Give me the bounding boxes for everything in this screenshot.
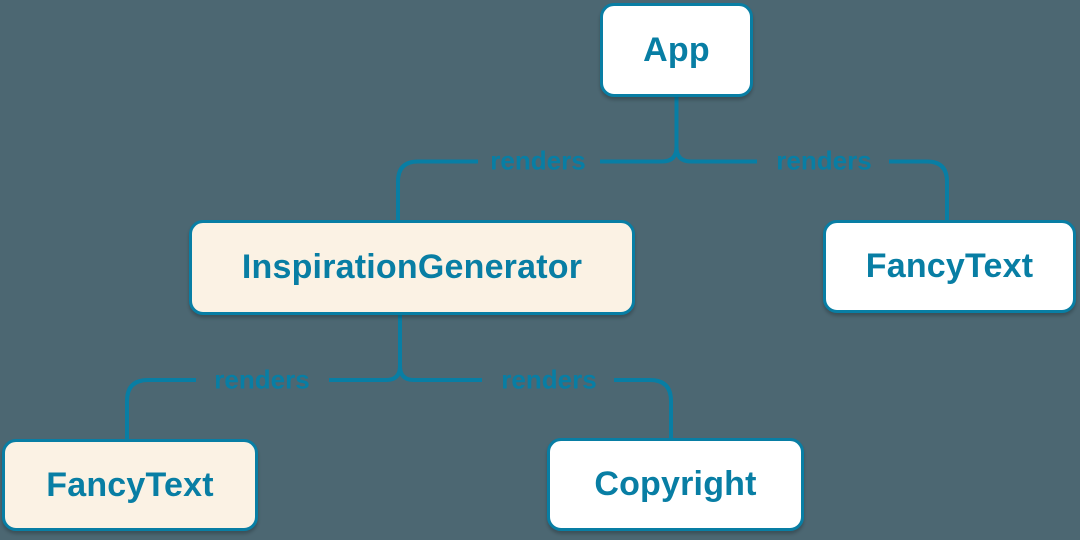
edge-label-renders-inspiration-generator-fancy-text: renders — [214, 364, 310, 395]
edge-label-renders-app-inspiration-generator: renders — [490, 145, 586, 176]
node-fancy-text-top-label: FancyText — [865, 247, 1034, 285]
node-app: App — [600, 3, 753, 97]
node-inspiration-generator-label: InspirationGenerator — [241, 248, 583, 286]
node-app-label: App — [643, 30, 710, 69]
edge-label-renders-inspiration-generator-copyright: renders — [501, 364, 597, 395]
node-fancy-text-top: FancyText — [823, 220, 1076, 313]
edge-inspiration-generator-to-copyright — [398, 365, 673, 439]
node-inspiration-generator: InspirationGenerator — [189, 220, 635, 315]
node-fancy-text-bottom: FancyText — [2, 439, 258, 531]
edge-app-to-fancy-text — [674, 146, 949, 221]
node-copyright-label: Copyright — [594, 465, 757, 503]
node-copyright: Copyright — [547, 438, 804, 531]
edge-label-renders-app-fancy-text: renders — [776, 145, 872, 176]
node-fancy-text-bottom-label: FancyText — [46, 465, 214, 504]
